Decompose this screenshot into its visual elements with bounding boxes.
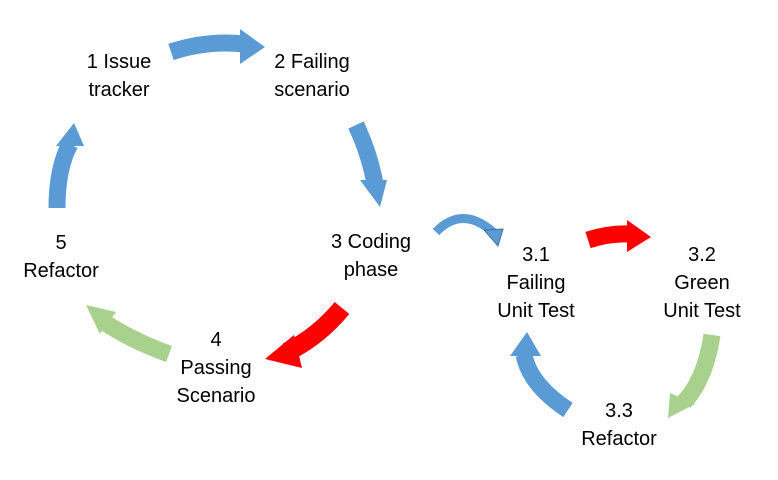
arrow-issue-to-failing [168,29,265,64]
arrow-coding-to-unit-test [432,214,504,248]
node-issue-tracker-line1: 1 Issue [87,51,151,73]
node-passing-scenario-line1: 4 [210,329,221,351]
node-coding-phase-line1: 3 Coding [331,231,411,253]
node-failing-scenario: 2 Failing scenario [274,51,350,101]
arrow-refactor-to-issue [48,123,84,209]
node-failing-unit-test-line1: 3.1 [522,244,550,266]
node-green-unit-test-line2: Green [674,272,730,294]
arrow-failing-to-coding [348,121,387,207]
node-failing-scenario-line2: scenario [274,79,350,101]
node-refactor-5-line1: 5 [55,232,66,254]
node-refactor-3-3-line2: Refactor [581,428,657,450]
arrow-refactor-3-3-to-failing-unit [510,332,573,418]
node-failing-scenario-line1: 2 Failing [274,51,350,73]
node-issue-tracker-line2: tracker [88,79,149,101]
arrow-failing-to-green-unit [585,220,651,252]
arrow-green-to-refactor-3-3 [668,333,721,418]
node-passing-scenario-line2: Passing [180,357,251,379]
arrow-passing-to-refactor [86,305,172,362]
node-refactor-5: 5 Refactor [23,232,99,282]
node-failing-unit-test-line3: Unit Test [497,300,575,322]
node-failing-unit-test: 3.1 Failing Unit Test [497,244,575,322]
node-coding-phase-line2: phase [344,259,399,281]
node-coding-phase: 3 Coding phase [331,231,411,281]
node-green-unit-test-line1: 3.2 [688,244,716,266]
node-refactor-3-3: 3.3 Refactor [581,400,657,450]
node-green-unit-test: 3.2 Green Unit Test [663,244,741,322]
node-issue-tracker: 1 Issue tracker [87,51,151,101]
node-passing-scenario-line3: Scenario [177,385,256,407]
node-passing-scenario: 4 Passing Scenario [177,329,256,407]
node-refactor-5-line2: Refactor [23,260,99,282]
arrow-coding-to-passing [265,301,350,368]
node-green-unit-test-line3: Unit Test [663,300,741,322]
node-failing-unit-test-line2: Failing [507,272,566,294]
node-refactor-3-3-line1: 3.3 [605,400,633,422]
